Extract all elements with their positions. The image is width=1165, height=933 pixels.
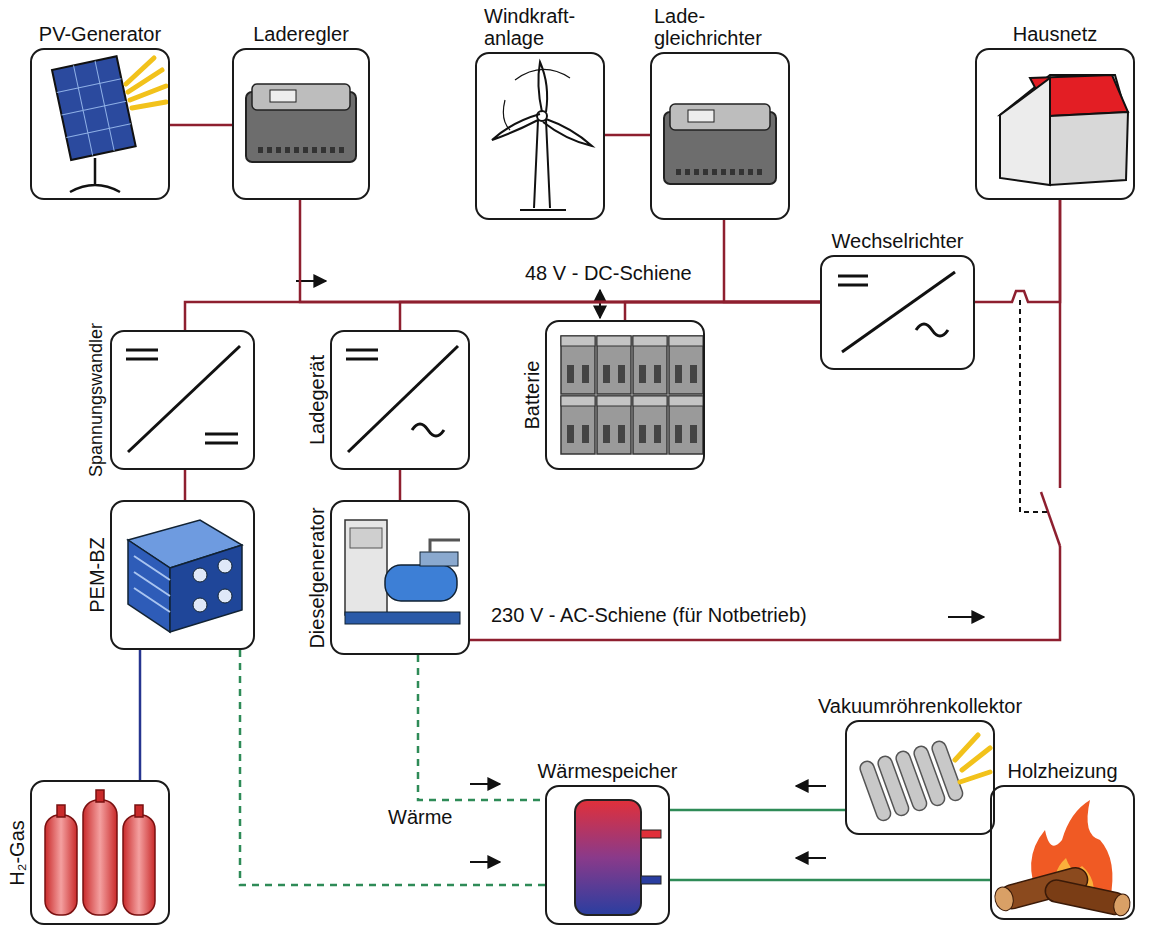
vacuum-tube-collector: [858, 735, 990, 822]
component-label: Vakuumröhrenkollektor: [818, 695, 1022, 717]
component-box: Holzheizung: [990, 785, 1135, 920]
component-box: Lade- gleichrichter: [650, 52, 790, 220]
power-line: [184, 470, 187, 500]
component-box: Vakuumröhrenkollektor: [845, 720, 995, 835]
component-box: Ladegerät: [330, 330, 470, 470]
component-box: Windkraft- anlage: [475, 52, 605, 220]
power-line: [400, 302, 820, 330]
battery-bank: [560, 335, 704, 455]
diesel-generator: [345, 520, 460, 624]
component-label: PV-Generator: [39, 23, 161, 45]
charge-controller: [246, 84, 356, 162]
house: [1000, 75, 1128, 185]
component-label: H₂-Gas: [6, 820, 28, 886]
component-box: Dieselgenerator: [330, 500, 470, 655]
component-label: Lade- gleichrichter: [654, 5, 786, 49]
component-label: Spannungswandler: [87, 323, 107, 477]
heat-line: [240, 650, 545, 885]
component-box: Batterie: [545, 320, 705, 470]
component-label: Wärmespeicher: [537, 760, 677, 782]
component-box: PEM-BZ: [110, 500, 255, 650]
diagram-label: Wärme: [385, 806, 455, 829]
component-label: PEM-BZ: [86, 537, 108, 613]
power-line: [470, 200, 1060, 640]
inverter-symbol: [838, 272, 955, 352]
transfer-switch: [1020, 300, 1066, 546]
heat-storage-tank: [575, 800, 661, 915]
component-box: H₂-Gas: [30, 780, 170, 925]
component-label: Batterie: [521, 361, 543, 430]
power-line: [170, 124, 232, 127]
power-line: [605, 134, 650, 137]
component-box: Spannungswandler: [110, 330, 255, 470]
power-line: [399, 470, 402, 500]
dc-converter-symbol: [126, 346, 240, 452]
fuel-cell-stack: [128, 520, 242, 632]
power-line: [185, 302, 820, 330]
power-line: [724, 220, 820, 302]
component-box: Laderegler: [232, 48, 370, 200]
charger-symbol: [346, 346, 458, 452]
wood-fire: [992, 800, 1132, 917]
component-label: Hausnetz: [1013, 23, 1098, 45]
component-box: Hausnetz: [975, 48, 1135, 200]
power-line: [975, 200, 1060, 302]
component-box: PV-Generator: [30, 48, 170, 200]
diagram-label: 48 V - DC-Schiene: [522, 262, 695, 285]
component-label: Dieselgenerator: [306, 507, 328, 648]
power-line: [300, 200, 820, 302]
power-line: [625, 302, 820, 320]
power-line: [139, 650, 142, 780]
component-label: Windkraft- anlage: [484, 5, 596, 49]
component-label: Ladegerät: [306, 355, 328, 445]
gas-cylinders: [45, 790, 155, 915]
power-line: [670, 809, 845, 812]
wind-turbine: [492, 62, 592, 210]
component-label: Holzheizung: [1007, 760, 1117, 782]
bus-label: 230 V - AC-Schiene (für Notbetrieb): [488, 604, 810, 627]
component-label: Wechselrichter: [832, 230, 964, 252]
charge-rectifier: [664, 104, 776, 184]
component-box: Wärmespeicher: [545, 785, 670, 925]
power-line: [670, 879, 990, 882]
pv-panel: [52, 56, 166, 192]
heat-line: [418, 655, 545, 800]
component-box: Wechselrichter: [820, 255, 975, 370]
component-label: Laderegler: [253, 23, 349, 45]
